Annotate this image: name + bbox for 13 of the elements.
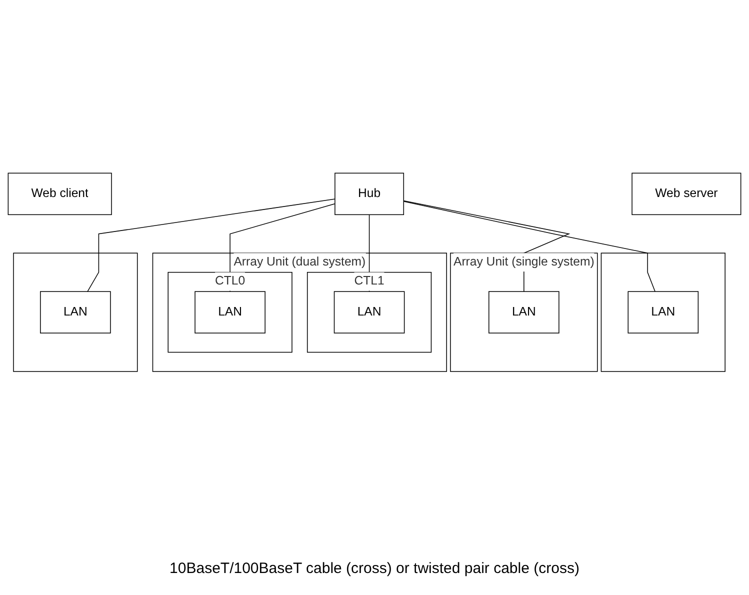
node-box: Web client [8, 172, 112, 216]
node-box: Hub [334, 172, 404, 216]
cluster [600, 252, 726, 372]
node-box: Web server [632, 172, 742, 216]
cluster [13, 252, 138, 372]
node-box: LAN [194, 291, 266, 334]
cable-note: 10BaseT/100BaseT cable (cross) or twisted pair cable (cross) [170, 560, 580, 576]
node-box: LAN [334, 291, 405, 334]
node-box: LAN [40, 291, 111, 334]
node-box: LAN [488, 291, 560, 334]
connector [403, 200, 570, 292]
connector [403, 201, 656, 292]
node-box: LAN [628, 291, 699, 334]
